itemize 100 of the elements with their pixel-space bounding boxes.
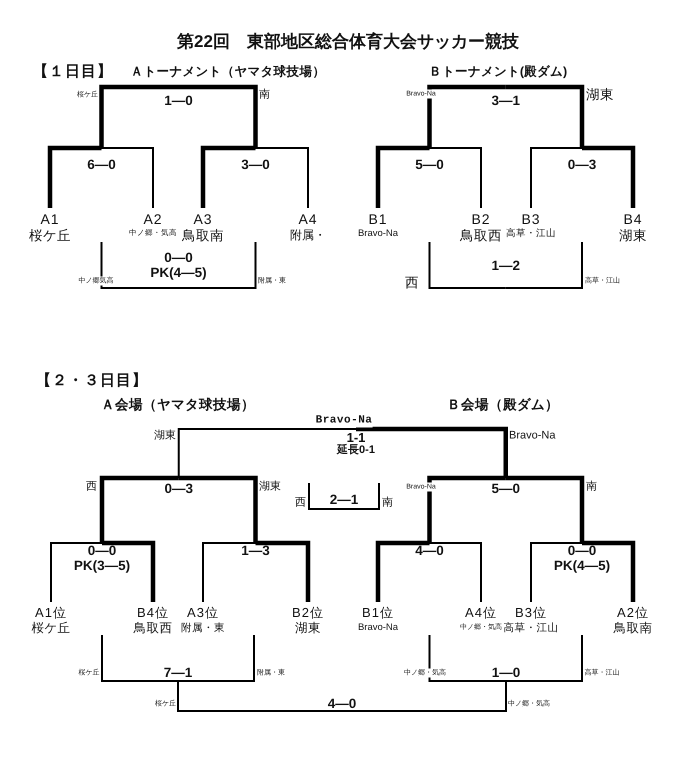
bracket-line: [50, 542, 102, 602]
bracket-line: [101, 635, 178, 682]
team-name: 湖東: [619, 227, 647, 244]
bracket-line: [427, 476, 506, 543]
match-score: 1—3: [241, 543, 270, 558]
bracket-line: [530, 147, 582, 208]
match-score: 3—1: [491, 93, 520, 108]
extra-time-score: 延長0-1: [337, 445, 375, 456]
team-name: 高草・江山: [504, 621, 558, 636]
slot-code: A4: [298, 211, 318, 227]
bracket-line: [178, 84, 258, 148]
team-name: 南: [382, 496, 393, 510]
slot-code: A4位: [465, 605, 497, 620]
slot-code: A3位: [187, 605, 219, 620]
slot-code: A3: [193, 211, 213, 227]
bracket-line: [177, 681, 342, 712]
venue-heading: Ｂトーナメント(殿ダム): [428, 64, 568, 80]
bracket-line: [344, 483, 380, 510]
bracket-line: [506, 476, 584, 543]
team-name: 南: [259, 88, 270, 102]
bracket-line: [356, 426, 508, 478]
match-score: 2—1: [330, 492, 358, 507]
slot-code: B3: [521, 211, 541, 227]
team-name: 桜ケ丘: [29, 227, 71, 244]
team-name: Bravo-Na: [358, 227, 398, 240]
bracket-line: [256, 147, 309, 208]
team-name: 西: [295, 496, 306, 510]
bracket-line: [308, 483, 344, 510]
bracket-line: [427, 84, 506, 148]
match-score: 6—0: [87, 157, 116, 172]
team-name: 西: [86, 480, 97, 494]
bracket-line: [100, 476, 179, 543]
bracket-line: [428, 242, 506, 289]
bracket-line: [100, 242, 178, 289]
bracket-line: [430, 542, 482, 602]
team-name: 湖東: [154, 430, 176, 442]
slot-code: B4: [623, 211, 643, 227]
slot-code: A1: [40, 211, 60, 227]
slot-code: B1位: [362, 605, 394, 620]
match-score: 5—0: [491, 481, 520, 496]
bracket-line: [376, 146, 430, 208]
bracket-line: [200, 146, 256, 208]
bracket-line: [506, 635, 583, 682]
team-name: 附属・東: [181, 621, 225, 636]
team-name: Bravo-Na: [358, 621, 398, 635]
champion-name: Bravo-Na: [316, 414, 372, 428]
bracket-line: [428, 635, 506, 682]
bracket-line: [342, 681, 507, 712]
title: 第22回 東部地区総合体育大会サッカー競技: [177, 32, 519, 52]
bracket-line: [506, 242, 583, 289]
match-score: 5—0: [415, 157, 444, 172]
slot-code: A2位: [617, 605, 649, 620]
match-score: 0—0: [88, 543, 116, 558]
team-name: 高草・江山: [506, 227, 556, 240]
bracket-line: [178, 428, 356, 478]
match-score: 1—2: [491, 258, 520, 273]
bracket-line: [102, 540, 156, 602]
bracket-line: [530, 542, 582, 602]
team-name: 湖東: [295, 620, 321, 636]
team-name: 鳥取南: [614, 620, 652, 636]
team-name: 西: [405, 275, 419, 291]
team-name: 湖東: [586, 87, 614, 103]
team-name: 鳥取西: [134, 620, 172, 636]
slot-code: B4位: [137, 605, 169, 620]
penalty-score: PK(4—5): [150, 265, 207, 280]
bracket-line: [178, 242, 256, 289]
match-score: 0—3: [164, 481, 194, 496]
bracket-line: [178, 476, 258, 543]
penalty-score: PK(3—5): [74, 558, 130, 573]
match-score: 0—3: [568, 157, 596, 172]
bracket-line: [256, 540, 310, 602]
team-name: 鳥取南: [182, 227, 224, 244]
bracket-line: [376, 540, 430, 602]
bracket-line: [582, 540, 636, 602]
bracket-line: [430, 147, 482, 208]
match-score: 1-1: [346, 431, 366, 445]
bracket-line: [99, 84, 178, 148]
match-score: 7—1: [164, 665, 192, 680]
match-score: 1—0: [164, 93, 193, 108]
slot-code: B3位: [515, 605, 547, 620]
bracket-line: [102, 147, 154, 208]
slot-code: A2: [143, 211, 163, 227]
match-score: 4—0: [415, 543, 444, 558]
team-name: 桜ケ丘: [32, 620, 70, 636]
match-score: 0—0: [568, 543, 596, 558]
match-score: 1—0: [492, 665, 520, 680]
match-score: 3—0: [241, 157, 270, 172]
slot-code: B2位: [292, 605, 324, 620]
team-name: 湖東: [259, 480, 281, 494]
bracket-line: [178, 635, 255, 682]
penalty-score: PK(4—5): [554, 558, 610, 573]
slot-code: B2: [471, 211, 491, 227]
bracket-line: [506, 84, 584, 148]
match-score: 0—0: [164, 250, 193, 265]
slot-code: A1位: [35, 605, 67, 620]
team-name: 附属・: [290, 227, 326, 244]
bracket-line: [202, 542, 256, 602]
bracket-line: [582, 146, 636, 208]
match-score: 4—0: [328, 696, 356, 711]
team-name: 鳥取西: [460, 227, 502, 244]
